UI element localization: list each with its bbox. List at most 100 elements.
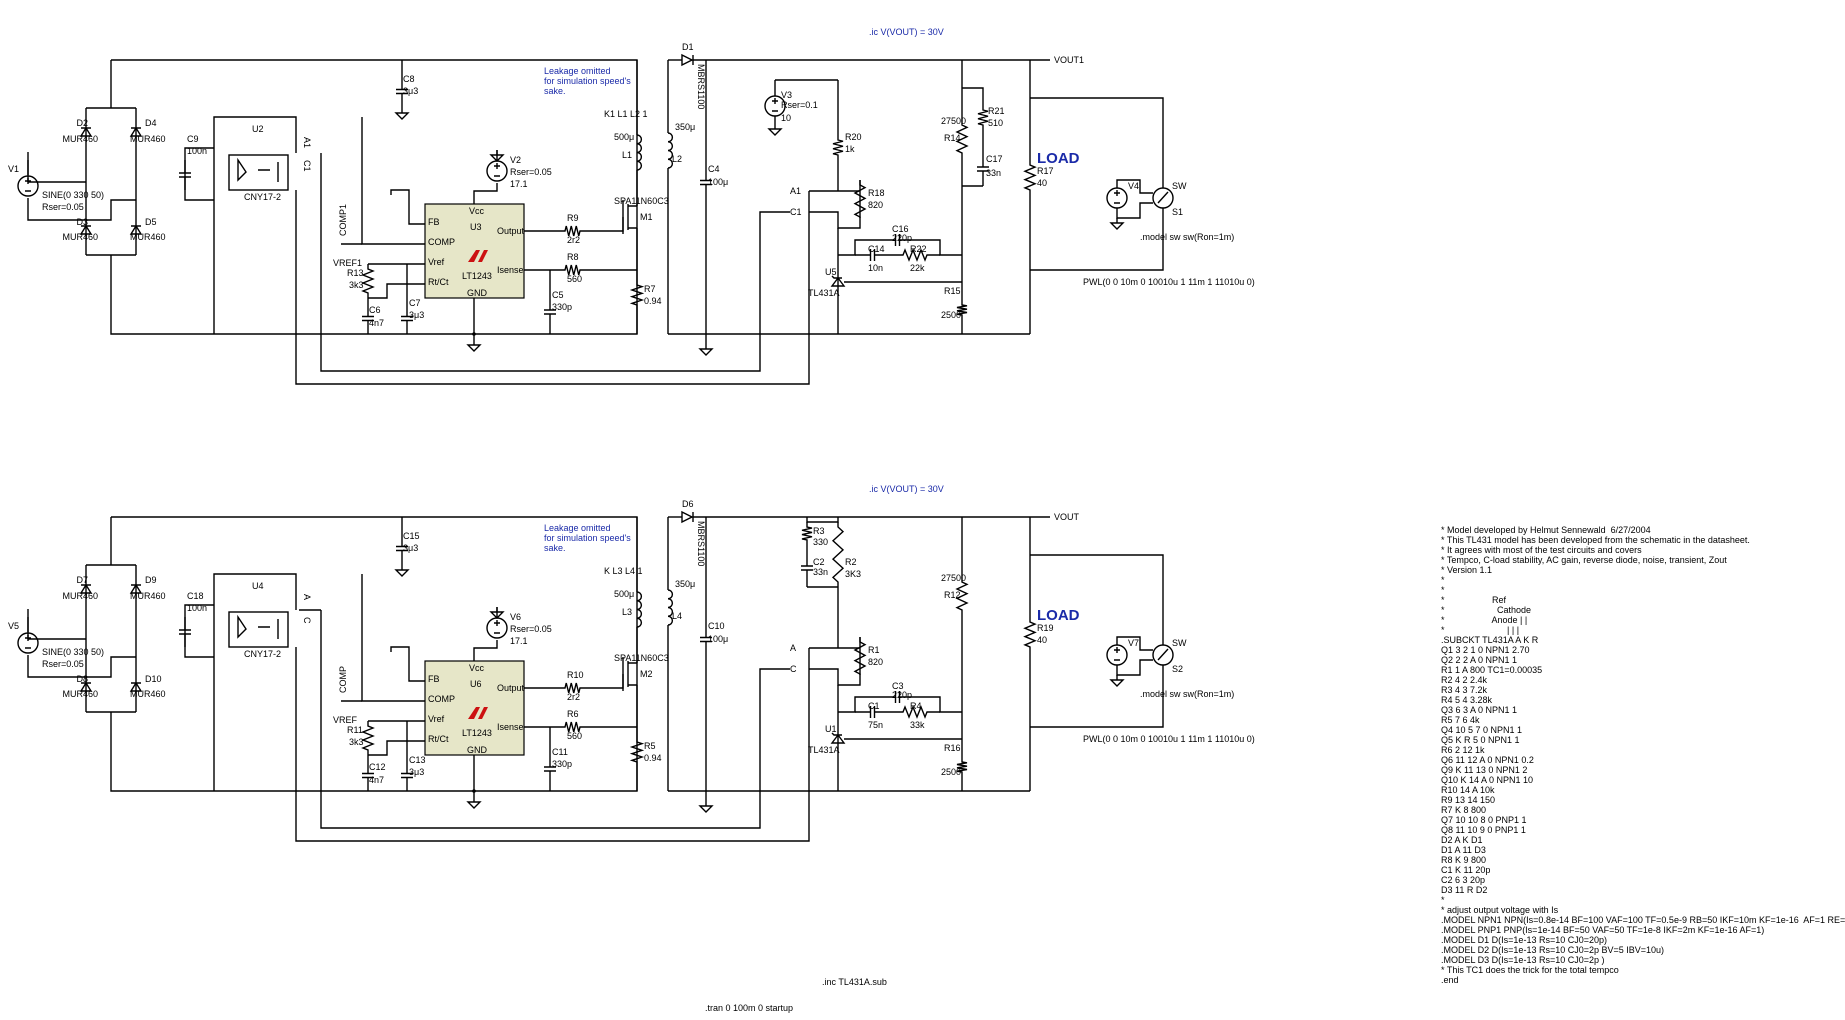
c7-ref: C7 bbox=[409, 298, 421, 308]
wire bbox=[390, 189, 425, 225]
c-net-label: C bbox=[302, 617, 312, 624]
r22-ref: R4 bbox=[910, 701, 922, 711]
capacitor-symbol bbox=[801, 549, 813, 587]
v2-ref: V6 bbox=[510, 612, 521, 622]
netlist-line: Q5 K R 5 0 NPN1 1 bbox=[1441, 735, 1520, 745]
r9-value: 2r2 bbox=[567, 692, 580, 702]
linear-logo-icon bbox=[468, 707, 488, 719]
resistor-symbol bbox=[955, 120, 969, 158]
tl431-model: TL431A bbox=[808, 288, 840, 298]
c16-ref: C3 bbox=[892, 681, 904, 691]
ground-symbol bbox=[1109, 675, 1125, 687]
ground-symbol bbox=[489, 607, 505, 619]
vref-net-label: VREF bbox=[333, 715, 358, 725]
inductor-symbol bbox=[636, 134, 643, 171]
resistor-symbol bbox=[560, 721, 585, 733]
c14-ref: C14 bbox=[868, 244, 885, 254]
resistor-symbol bbox=[898, 705, 932, 719]
capacitor-symbol bbox=[362, 303, 374, 334]
netlist-line: * Anode | | bbox=[1441, 615, 1528, 625]
wire bbox=[320, 610, 790, 829]
pin-fb: FB bbox=[428, 674, 440, 684]
netlist-line: * Model developed by Helmut Sennewald 6/… bbox=[1441, 525, 1651, 535]
capacitor-symbol bbox=[544, 747, 556, 791]
ground-symbol bbox=[466, 340, 482, 352]
r22-value: 33k bbox=[910, 720, 925, 730]
v1-value: SINE(0 330 50) bbox=[42, 647, 104, 657]
c-net-label: C bbox=[790, 664, 797, 674]
r15-ref: R15 bbox=[944, 286, 961, 296]
pin-rtct: Rt/Ct bbox=[428, 277, 449, 287]
wire bbox=[1030, 208, 1164, 271]
wire bbox=[774, 79, 838, 96]
leakage-note: for simulation speed's bbox=[544, 533, 631, 543]
r13-value: 3k3 bbox=[349, 737, 364, 747]
r8-ref: R6 bbox=[567, 709, 579, 719]
netlist-line: Q8 11 10 9 0 PNP1 1 bbox=[1441, 825, 1526, 835]
netlist-line: .MODEL NPN1 NPN(Is=0.8e-14 BF=100 VAF=10… bbox=[1441, 915, 1845, 925]
netlist-line: * It agrees with most of the test circui… bbox=[1441, 545, 1642, 555]
diode-ref: D4 bbox=[145, 118, 157, 128]
l1-value: 500μ bbox=[614, 132, 634, 142]
phototransistor-symbol bbox=[258, 619, 279, 639]
resistor-symbol bbox=[853, 637, 867, 679]
c6-ref: C12 bbox=[369, 762, 386, 772]
leakage-note: Leakage omitted bbox=[544, 66, 611, 76]
c-net-label: C1 bbox=[790, 207, 802, 217]
r8-value: 560 bbox=[567, 274, 582, 284]
netlist-line: C2 6 3 20p bbox=[1441, 875, 1486, 885]
pin-rtct: Rt/Ct bbox=[428, 734, 449, 744]
netlist-line: R6 2 12 1k bbox=[1441, 745, 1485, 755]
netlist-line: .MODEL D2 D(Is=1e-13 Rs=10 CJ0=2p BV=5 I… bbox=[1441, 945, 1665, 955]
include-directive: .inc TL431A.sub bbox=[822, 977, 887, 987]
diode-ref: D3 bbox=[76, 217, 88, 227]
switch-model: SW bbox=[1172, 638, 1187, 648]
r13-value: 3k3 bbox=[349, 280, 364, 290]
ic-directive: .ic V(VOUT) = 30V bbox=[869, 484, 944, 494]
diode-model: MUR460 bbox=[62, 689, 98, 699]
ground-symbol bbox=[466, 797, 482, 809]
c9-value: 100n bbox=[187, 603, 207, 613]
wire bbox=[184, 604, 214, 658]
polarity-mark bbox=[494, 620, 500, 634]
polarity-mark bbox=[1114, 647, 1120, 661]
r20-ref: R20 bbox=[845, 132, 862, 142]
c8-ref: C8 bbox=[403, 74, 415, 84]
leakage-note: sake. bbox=[544, 86, 566, 96]
ground-symbol bbox=[767, 124, 783, 136]
r15-value: 2500 bbox=[941, 767, 961, 777]
capacitor-symbol bbox=[401, 760, 413, 791]
wire bbox=[368, 283, 425, 299]
polarity-mark bbox=[772, 98, 778, 112]
netlist-line: * This TC1 does the trick for the total … bbox=[1441, 965, 1619, 975]
ground-symbol bbox=[489, 150, 505, 162]
wire bbox=[1030, 554, 1164, 645]
resistor-symbol bbox=[361, 721, 375, 755]
mosfet-symbol bbox=[622, 657, 637, 691]
v3-value: 10 bbox=[781, 113, 791, 123]
r8-ref: R8 bbox=[567, 252, 579, 262]
wire bbox=[837, 281, 962, 334]
c17-ref: C17 bbox=[986, 154, 1003, 164]
wire bbox=[585, 674, 624, 689]
wire bbox=[361, 574, 425, 702]
netlist-line: R2 4 2 2.4k bbox=[1441, 675, 1488, 685]
pin-isense: Isense bbox=[497, 722, 524, 732]
polarity-mark bbox=[25, 178, 31, 192]
v1-value: SINE(0 330 50) bbox=[42, 190, 104, 200]
resistor-symbol bbox=[1023, 160, 1037, 195]
c7-ref: C13 bbox=[409, 755, 426, 765]
netlist-line: R5 7 6 4k bbox=[1441, 715, 1480, 725]
resistor-symbol bbox=[956, 757, 968, 777]
capacitor-symbol bbox=[544, 290, 556, 334]
r17-ref: R19 bbox=[1037, 623, 1054, 633]
wire bbox=[1116, 636, 1153, 651]
netlist-line: * bbox=[1441, 895, 1445, 905]
wire bbox=[838, 239, 877, 256]
spice-netlist: * Model developed by Helmut Sennewald 6/… bbox=[1441, 525, 1845, 985]
d1-ref: D6 bbox=[682, 499, 694, 509]
voltage-source-symbol bbox=[17, 632, 39, 654]
voltage-source-symbol bbox=[17, 175, 39, 197]
netlist-line: R10 14 A 10k bbox=[1441, 785, 1495, 795]
capacitor-symbol bbox=[700, 622, 712, 657]
